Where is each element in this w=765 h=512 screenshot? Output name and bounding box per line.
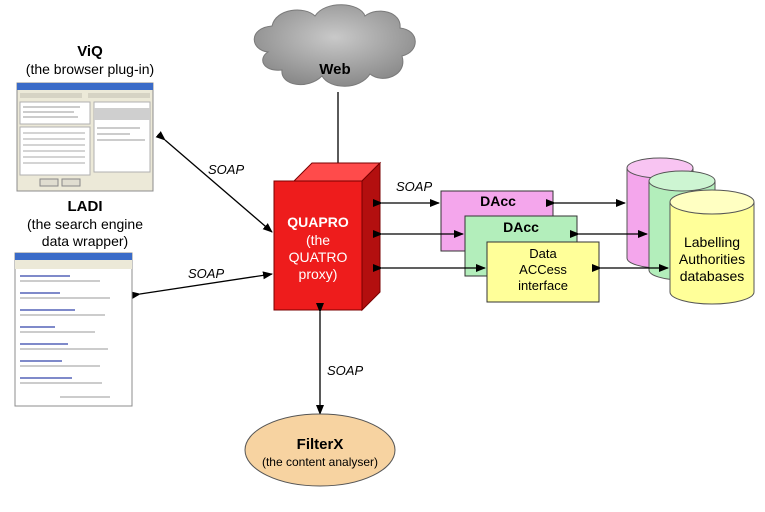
databases-line2: Authorities bbox=[678, 251, 746, 267]
ladi-quapro-arrow bbox=[130, 271, 273, 300]
dacc-front-line1: Data bbox=[529, 246, 557, 261]
dacc-back-label: DAcc bbox=[480, 193, 516, 209]
filterx-subtitle: (the content analyser) bbox=[261, 455, 379, 469]
soap-label-dacc: SOAP bbox=[396, 179, 433, 194]
quapro-cube bbox=[273, 161, 382, 312]
soap-label-ladi: SOAP bbox=[188, 266, 225, 281]
quapro-line1: (the bbox=[305, 232, 331, 248]
dacc-front-line2: ACCess bbox=[519, 262, 567, 277]
soap-label-viq: SOAP bbox=[208, 162, 245, 177]
web-cloud bbox=[253, 4, 416, 87]
quapro-line2: QUATRO bbox=[288, 249, 348, 265]
viq-subtitle: (the browser plug-in) bbox=[25, 61, 155, 77]
viq-screenshot bbox=[16, 82, 154, 192]
filterx-ellipse bbox=[244, 413, 396, 487]
databases-line3: databases bbox=[679, 268, 745, 284]
web-label: Web bbox=[319, 61, 351, 78]
quapro-title: QUAPRO bbox=[287, 214, 349, 230]
database-yellow bbox=[669, 189, 755, 305]
ladi-subtitle-line2: data wrapper) bbox=[41, 233, 129, 249]
soap-label-filterx: SOAP bbox=[327, 363, 364, 378]
dacc-box-front bbox=[486, 241, 600, 303]
viq-quapro-arrow bbox=[155, 131, 273, 233]
dacc-front-line3: interface bbox=[518, 278, 568, 293]
databases-line1: Labelling bbox=[683, 234, 741, 250]
ladi-screenshot bbox=[14, 252, 133, 407]
filterx-title: FilterX bbox=[296, 436, 344, 453]
ladi-title: LADI bbox=[67, 198, 103, 215]
quapro-line3: proxy) bbox=[298, 266, 338, 282]
viq-title: ViQ bbox=[77, 43, 103, 60]
dacc-mid-label: DAcc bbox=[503, 219, 539, 235]
ladi-subtitle-line1: (the search engine bbox=[27, 216, 143, 232]
